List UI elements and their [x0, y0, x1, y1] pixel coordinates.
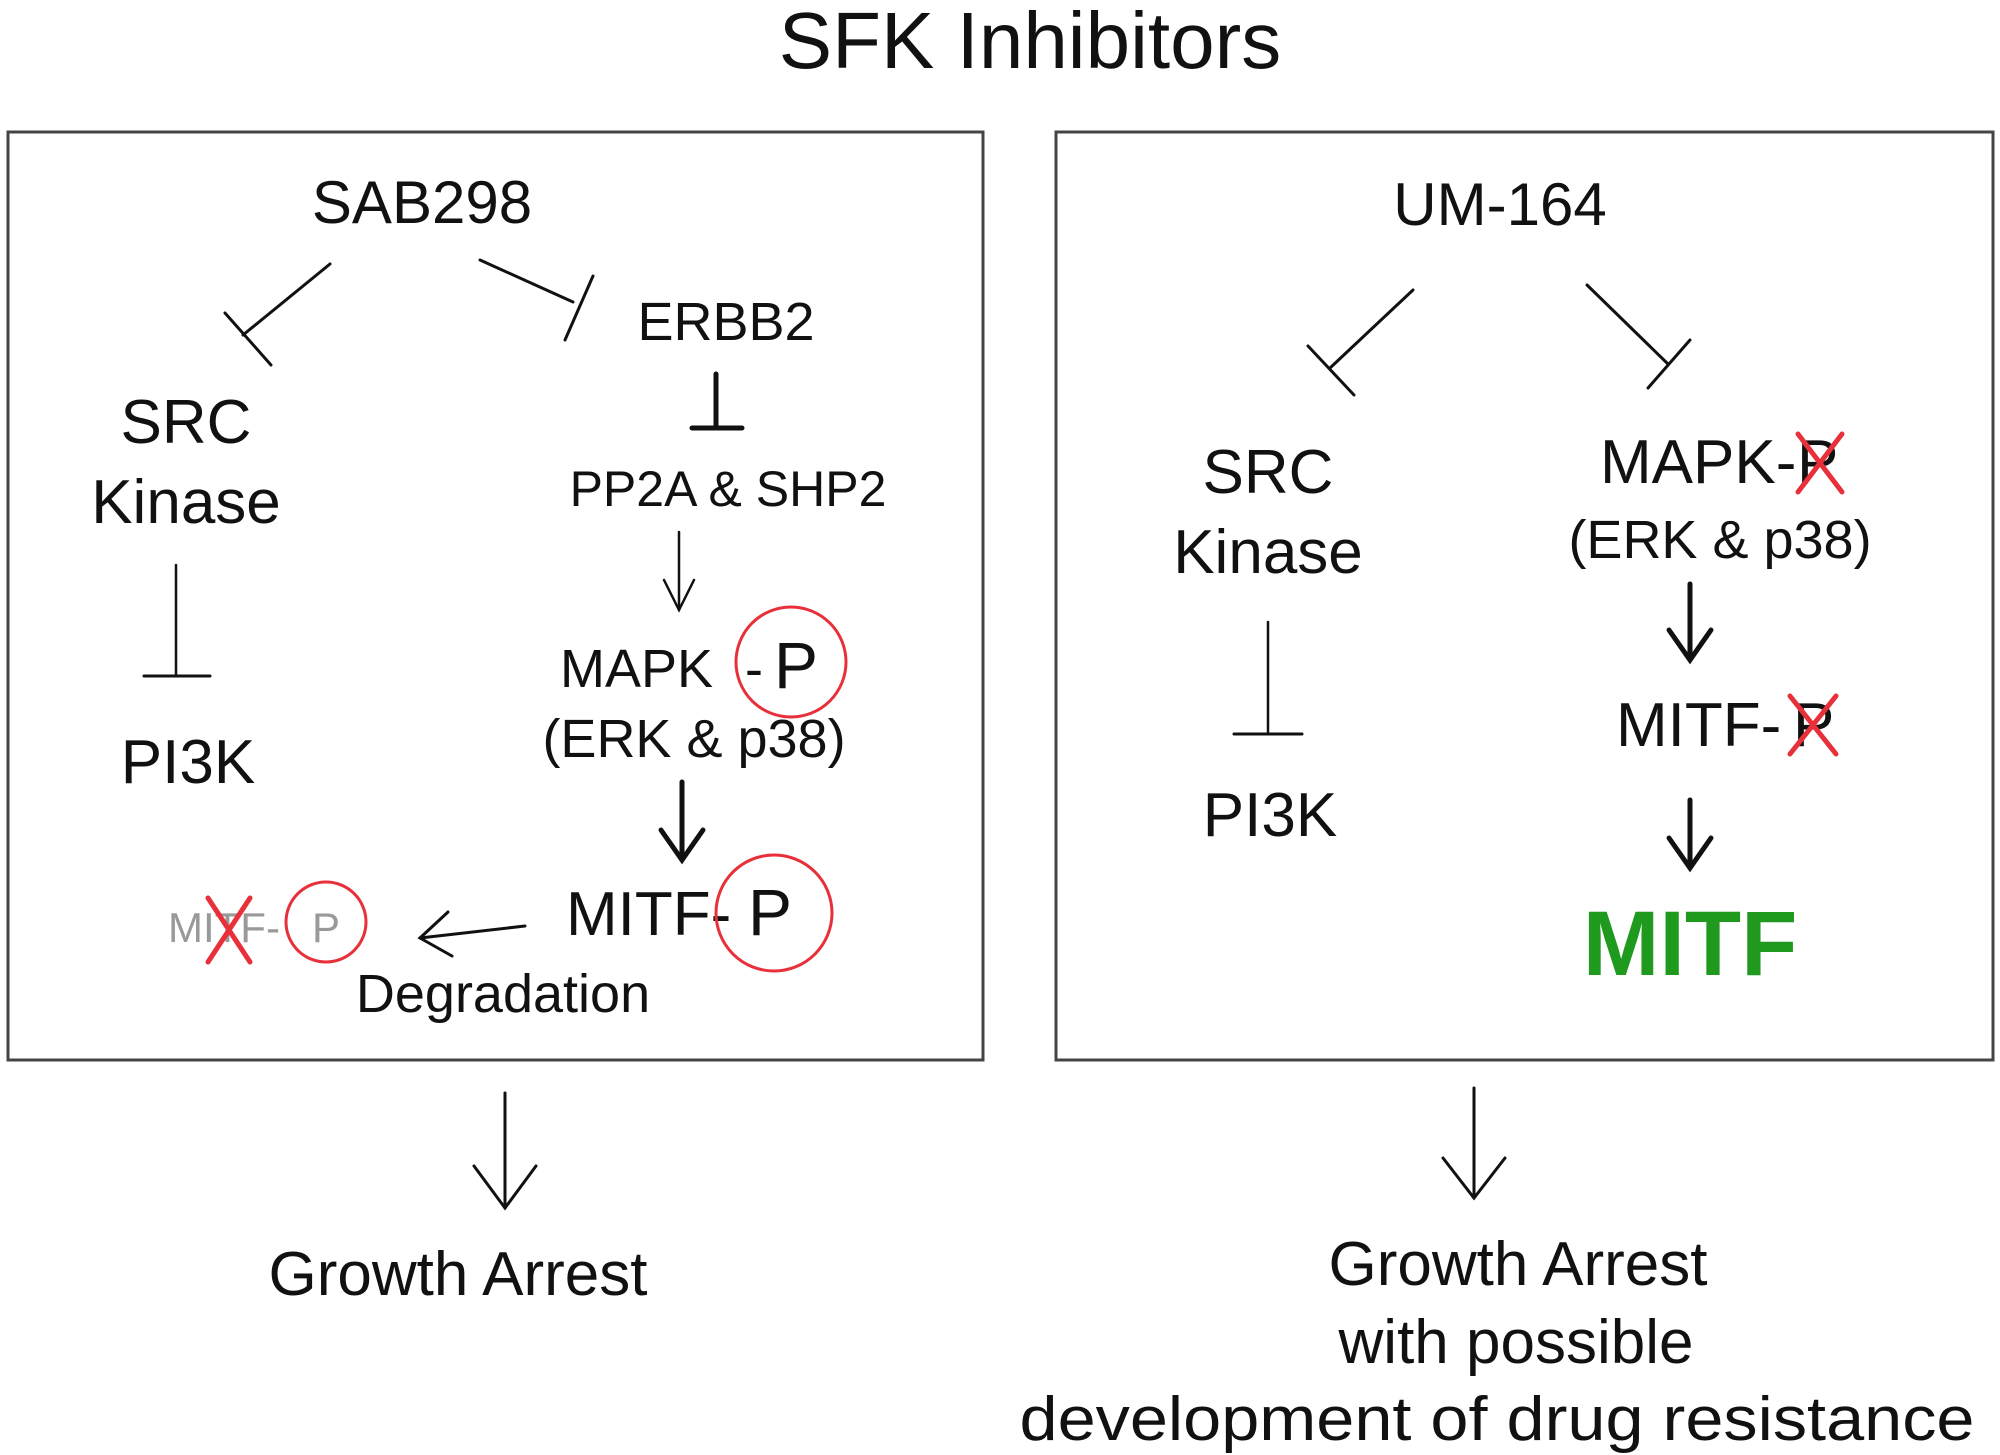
node-pi3k: PI3K: [121, 728, 255, 797]
right-outcome-line1: Growth Arrest: [1329, 1230, 1708, 1299]
inhibit-arrow-src-pi3k-right: [1232, 620, 1304, 736]
node-degradation: Degradation: [356, 964, 650, 1024]
left-outcome: Growth Arrest: [269, 1240, 648, 1309]
phospho-circle-mitf: [714, 853, 834, 973]
node-src-right-line1: SRC: [1203, 438, 1334, 507]
node-mapk: MAPK: [560, 639, 713, 699]
arrow-mitf-degradation: [417, 910, 527, 958]
node-src-right-line2: Kinase: [1173, 518, 1363, 587]
node-degraded-phospho: P: [312, 904, 340, 951]
node-src-line1: SRC: [121, 388, 252, 457]
drug-label-sab298: SAB298: [312, 169, 532, 236]
arrow-mitf-active: [1666, 797, 1714, 873]
degraded-x-mark: [205, 895, 253, 965]
node-degraded-mitf: MITF-: [168, 904, 280, 951]
node-mapk-phospho: P: [774, 628, 818, 702]
node-mitf-active: MITF: [1583, 893, 1798, 995]
node-pp2a-shp2: PP2A & SHP2: [570, 461, 887, 517]
node-mitf-right: MITF-: [1616, 691, 1781, 760]
node-erbb2: ERBB2: [637, 292, 814, 352]
arrow-mapk-mitf-right: [1666, 581, 1714, 665]
arrow-mapk-mitf: [658, 779, 706, 865]
node-mapk-right: MAPK-: [1600, 428, 1796, 497]
left-panel: SAB298 ERBB2 SRC Kinase PI3K PP2A & SHP2: [91, 169, 886, 1024]
right-outcome-line3: development of drug resistance: [1020, 1385, 1975, 1454]
node-mitf-phospho: P: [748, 875, 792, 949]
node-mapk-subtitle: (ERK & p38): [542, 709, 845, 769]
node-mapk-right-subtitle: (ERK & p38): [1568, 510, 1871, 570]
inhibit-arrow-um164-src: [1306, 288, 1415, 397]
blocked-x-mitf: [1787, 693, 1839, 757]
node-mitf: MITF-: [566, 880, 731, 949]
inhibit-arrow-src-pi3k: [142, 563, 212, 678]
phospho-circle-degraded: [284, 880, 368, 964]
diagram-title: SFK Inhibitors: [779, 0, 1281, 85]
inhibit-arrow-sab298-src: [223, 262, 332, 367]
node-src-line2: Kinase: [91, 468, 281, 537]
node-mapk-dash: -: [745, 639, 763, 699]
arrow-left-outcome: [472, 1091, 538, 1211]
arrow-right-outcome: [1441, 1086, 1507, 1201]
inhibit-arrow-um164-mapk: [1585, 283, 1692, 390]
node-pi3k-right: PI3K: [1203, 781, 1337, 850]
drug-label-um164: UM-164: [1393, 171, 1606, 238]
right-panel-box: [1054, 130, 1995, 1062]
arrow-pp2a-mapk: [662, 530, 696, 613]
phospho-circle-mapk: [734, 605, 848, 719]
right-outcome-line2: with possible: [1338, 1308, 1694, 1377]
left-panel-box: [6, 130, 985, 1062]
inhibit-arrow-sab298-erbb2: [478, 258, 595, 342]
inhibit-arrow-erbb2-pp2a: [689, 371, 745, 431]
blocked-x-mapk: [1795, 431, 1845, 495]
right-panel: UM-164 SRC Kinase PI3K MAPK- P (ERK & p3…: [1173, 171, 1871, 995]
